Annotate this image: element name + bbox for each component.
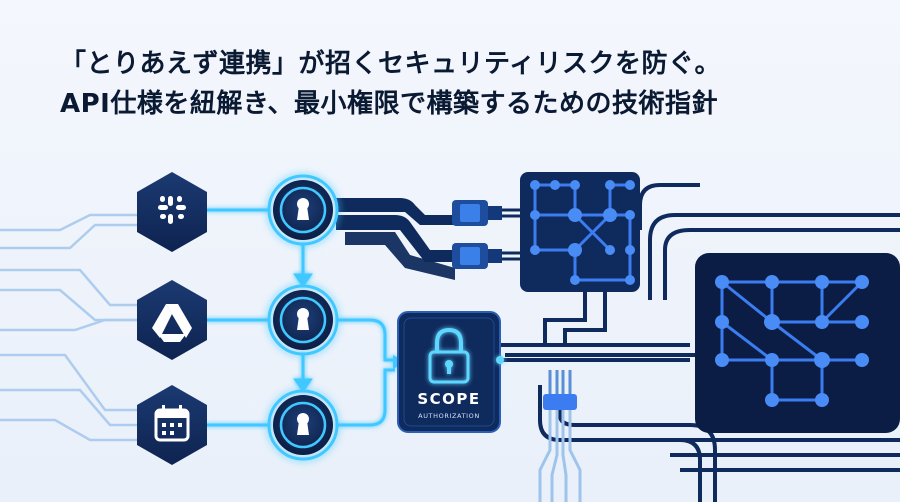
hex-app-1	[137, 172, 207, 252]
headline-line-2: API仕様を紐解き、最小権限で構築するための技術指針	[60, 89, 719, 119]
right-network-panel	[695, 253, 900, 433]
keyhole-node-1	[267, 174, 339, 246]
headline: 「とりあえず連携」が招くセキュリティリスクを防ぐ。 API仕様を紐解き、最小権限…	[60, 44, 860, 124]
padlock-icon	[428, 327, 470, 384]
hex-app-2	[137, 280, 207, 360]
key-to-scope-links	[336, 318, 395, 427]
bus-connector	[538, 370, 582, 502]
top-key-to-connector	[336, 198, 455, 280]
top-circuit-network	[520, 172, 640, 292]
scope-authorization-box: SCOPE AUTHORIZATION	[397, 311, 501, 433]
hex-to-key-links	[205, 208, 270, 427]
keyhole-icon	[297, 413, 309, 435]
keyhole-nodes	[267, 174, 339, 461]
keyhole-icon	[297, 308, 309, 330]
network-down-lines	[543, 292, 607, 345]
keyhole-node-2	[267, 284, 339, 356]
key-chain-arrows	[293, 243, 313, 393]
hex-app-3	[137, 385, 207, 465]
connector-plugs	[452, 200, 520, 269]
scope-title: SCOPE	[417, 390, 480, 408]
google-drive-icon	[152, 304, 192, 342]
calendar-icon	[154, 405, 190, 442]
headline-line-1: 「とりあえず連携」が招くセキュリティリスクを防ぐ。	[60, 49, 721, 79]
scope-subtitle: AUTHORIZATION	[418, 412, 480, 420]
keyhole-node-3	[267, 389, 339, 461]
slack-logo-icon	[158, 196, 186, 224]
scope-output-node	[496, 356, 504, 364]
left-incoming-lines	[0, 213, 140, 442]
keyhole-icon	[297, 198, 309, 220]
right-tracks	[500, 183, 900, 502]
app-hexagons	[137, 172, 207, 465]
